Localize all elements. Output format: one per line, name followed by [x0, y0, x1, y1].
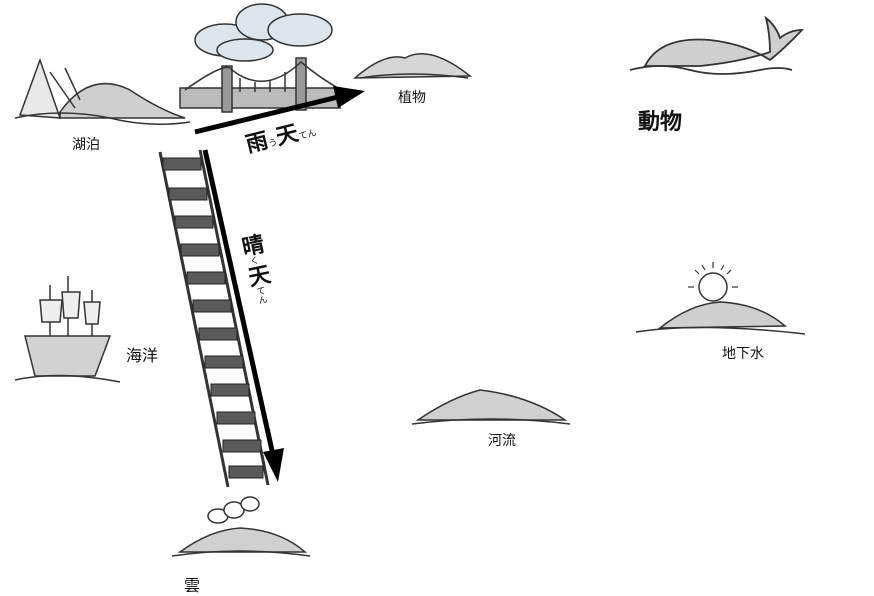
river-island-illustration: [411, 389, 571, 425]
rainy-arrow: [194, 86, 365, 135]
river-label: 河流: [488, 433, 516, 449]
rainy-word-2: 天: [273, 120, 301, 151]
cloud-island-illustration: [171, 496, 311, 557]
animals-label: 動物: [638, 110, 683, 135]
sunny-arrow: [202, 149, 284, 482]
sun-island-illustration: [635, 262, 806, 335]
rainy-word: 雨: [243, 128, 271, 159]
sunny-word: 晴: [235, 231, 265, 259]
ship-illustration: [14, 276, 121, 383]
ocean-label: 海洋: [126, 346, 159, 365]
groundwater-label: 地下水: [722, 346, 764, 362]
sunny-ruby-2: てん: [253, 285, 268, 306]
sunny-word-2: 天: [242, 262, 272, 290]
ladder-illustration: [158, 149, 270, 488]
whale-illustration: [629, 15, 805, 75]
cloud-illustration: [194, 3, 333, 62]
cloud-label: 雲: [184, 576, 201, 595]
rainy-ruby-2: てん: [297, 128, 318, 143]
bridge-illustration: [179, 57, 341, 113]
plants-label: 植物: [398, 90, 426, 106]
lake-label: 湖泊: [72, 137, 100, 153]
plants-mountain-illustration: [352, 53, 473, 79]
lake-illustration: [14, 57, 191, 125]
